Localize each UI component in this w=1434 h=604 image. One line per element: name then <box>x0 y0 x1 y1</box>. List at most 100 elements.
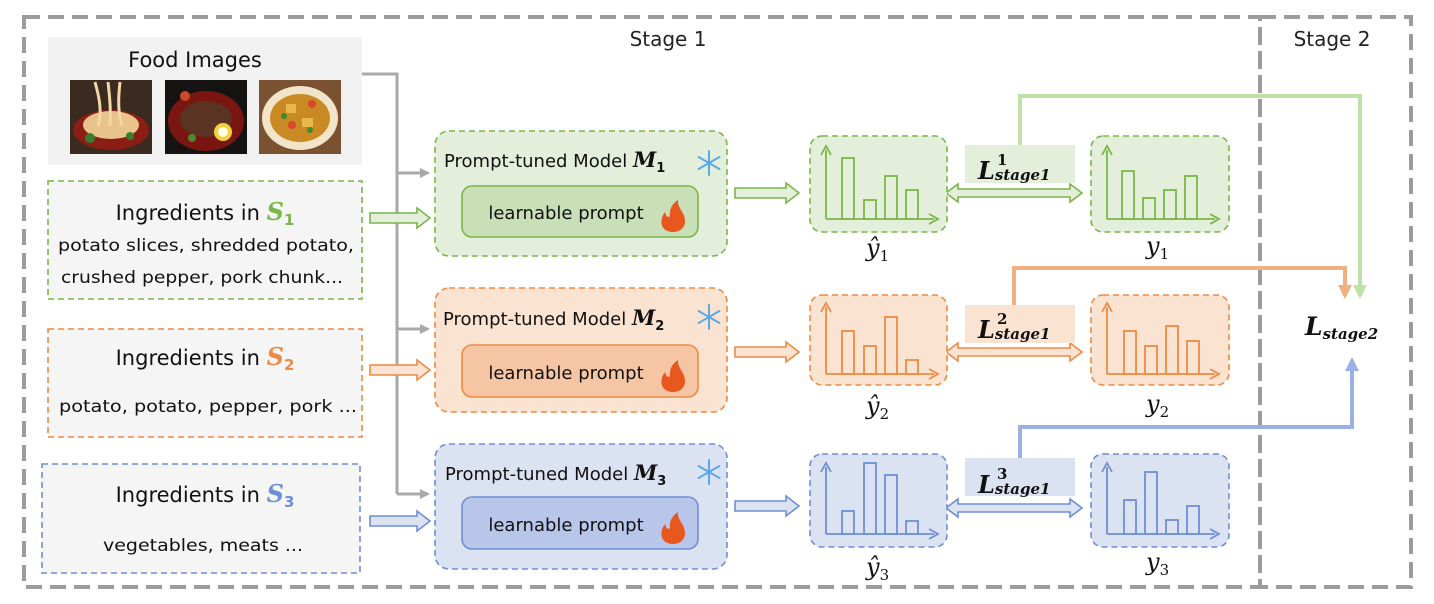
target-label-1: y1 <box>1145 232 1169 263</box>
ingredient-arrow-1 <box>369 206 432 230</box>
snowflake-icon <box>697 459 721 485</box>
stage2-label: Stage 2 <box>1294 27 1371 51</box>
set-2-symbol: S <box>267 342 284 371</box>
model-output-arrow-1 <box>734 181 801 205</box>
loss-label-3: Lstage1 3 <box>965 458 1075 499</box>
snowflake-icon <box>697 304 721 330</box>
fire-icon <box>661 360 685 392</box>
bar <box>1165 325 1179 375</box>
prompt-box-1 <box>461 185 699 238</box>
model-3-symbol: M <box>633 460 658 485</box>
target-3-symbol: y <box>1145 548 1160 576</box>
pred-hist-box-2 <box>809 294 948 386</box>
target-hist-box-3 <box>1090 453 1230 548</box>
svg-text:Ingredients in S1: Ingredients in S1 <box>116 197 295 229</box>
loss-label-2: Lstage1 2 <box>965 305 1075 344</box>
prompt-2-label: learnable prompt <box>488 363 643 384</box>
bar <box>884 316 898 375</box>
bar <box>1142 197 1156 220</box>
target-2-symbol: y <box>1145 390 1160 418</box>
prompt-1-label: learnable prompt <box>488 203 643 224</box>
set-3-symbol: S <box>267 479 284 508</box>
prompt-3-label: learnable prompt <box>488 515 643 536</box>
model-1-sub: 1 <box>656 161 665 176</box>
loss-1-sub: stage1 <box>995 166 1051 184</box>
target-1-sub: 1 <box>1160 245 1170 263</box>
bar <box>1186 340 1200 375</box>
ingredients-2-line-1: potato, potato, pepper, pork ... <box>59 397 357 417</box>
loss-3-sup: 3 <box>997 465 1007 483</box>
bar <box>1184 175 1198 220</box>
pred-label-1: ŷ1 <box>865 234 889 265</box>
food-photo-noodles-icon <box>70 80 152 154</box>
stage2-loss: Lstage2 <box>1304 312 1378 343</box>
model-1-symbol: M <box>632 147 657 172</box>
loss-2-symbol: L <box>977 315 995 344</box>
bar <box>1123 330 1137 375</box>
model-2-sub: 2 <box>655 319 664 334</box>
pred-1-sub: 1 <box>880 247 890 265</box>
loss-3-symbol: L <box>977 470 995 499</box>
bar <box>905 520 919 535</box>
bar <box>863 199 877 220</box>
pred-hist-box-3 <box>809 453 948 548</box>
snowflake-icon <box>697 150 721 176</box>
model-1-label: Prompt-tuned Model <box>444 151 633 172</box>
stage2-link-orange <box>1012 266 1352 305</box>
model-box-3: Prompt-tuned Model M3 learnable prompt <box>434 443 728 570</box>
bar <box>1121 170 1135 220</box>
pred-2-sub: 2 <box>880 405 890 423</box>
svg-text:Ingredients in S3: Ingredients in S3 <box>116 479 295 511</box>
target-label-2: y2 <box>1145 390 1169 421</box>
pred-3-symbol: ŷ <box>865 553 880 581</box>
target-hist-1 <box>1101 144 1221 225</box>
svg-text:Lstage1: Lstage1 <box>977 156 1050 185</box>
bar <box>841 510 855 535</box>
food-feed-arrows <box>362 72 430 499</box>
stage1-label: Stage 1 <box>630 27 707 51</box>
model-2-label: Prompt-tuned Model <box>443 309 632 330</box>
loss-3-sub: stage1 <box>995 480 1051 498</box>
svg-text:Lstage1: Lstage1 <box>977 315 1050 344</box>
stage2-link-green <box>1018 94 1367 299</box>
stage2-link-blue <box>1018 357 1359 461</box>
ingredient-arrow-2 <box>369 358 432 382</box>
pred-3-sub: 3 <box>880 566 890 584</box>
pred-label-3: ŷ3 <box>865 553 889 584</box>
pred-1-symbol: ŷ <box>865 234 880 262</box>
prompt-box-3 <box>461 496 699 550</box>
stage2-border <box>1258 15 1413 589</box>
target-hist-3 <box>1101 461 1221 540</box>
ingredients-2-title: Ingredients in <box>116 346 267 370</box>
pred-hist-box-1 <box>809 135 948 233</box>
loss-double-arrow-2 <box>944 341 1084 363</box>
fire-icon <box>661 512 685 544</box>
bar <box>1144 471 1158 535</box>
bar <box>1186 505 1200 535</box>
food-photo-steak-icon <box>165 80 247 154</box>
svg-text:Ingredients in S2: Ingredients in S2 <box>116 342 295 374</box>
bar <box>884 175 898 220</box>
pred-2-symbol: ŷ <box>865 392 880 420</box>
ingredients-box-3: Ingredients in S3 vegetables, meats ... <box>41 463 361 574</box>
loss-1-symbol: L <box>977 156 995 185</box>
model-box-2: Prompt-tuned Model M2 learnable prompt <box>434 287 728 413</box>
loss-label-1: Lstage1 1 <box>965 145 1075 185</box>
bar <box>863 462 877 535</box>
bar <box>841 330 855 375</box>
svg-text:Prompt-tuned Model M1: Prompt-tuned Model M1 <box>444 147 665 176</box>
loss-double-arrow-1 <box>944 182 1084 204</box>
loss-double-arrow-3 <box>944 497 1084 519</box>
loss-2-sup: 2 <box>997 310 1007 328</box>
svg-text:Prompt-tuned Model M2: Prompt-tuned Model M2 <box>443 305 664 334</box>
set-2-sub: 2 <box>284 356 294 374</box>
bar <box>884 474 898 535</box>
target-1-symbol: y <box>1145 232 1160 260</box>
ingredient-arrow-3 <box>369 509 432 533</box>
ingredients-3-title: Ingredients in <box>116 483 267 507</box>
bar <box>841 157 855 220</box>
food-images-title: Food Images <box>128 48 262 72</box>
model-output-arrow-2 <box>734 340 801 364</box>
